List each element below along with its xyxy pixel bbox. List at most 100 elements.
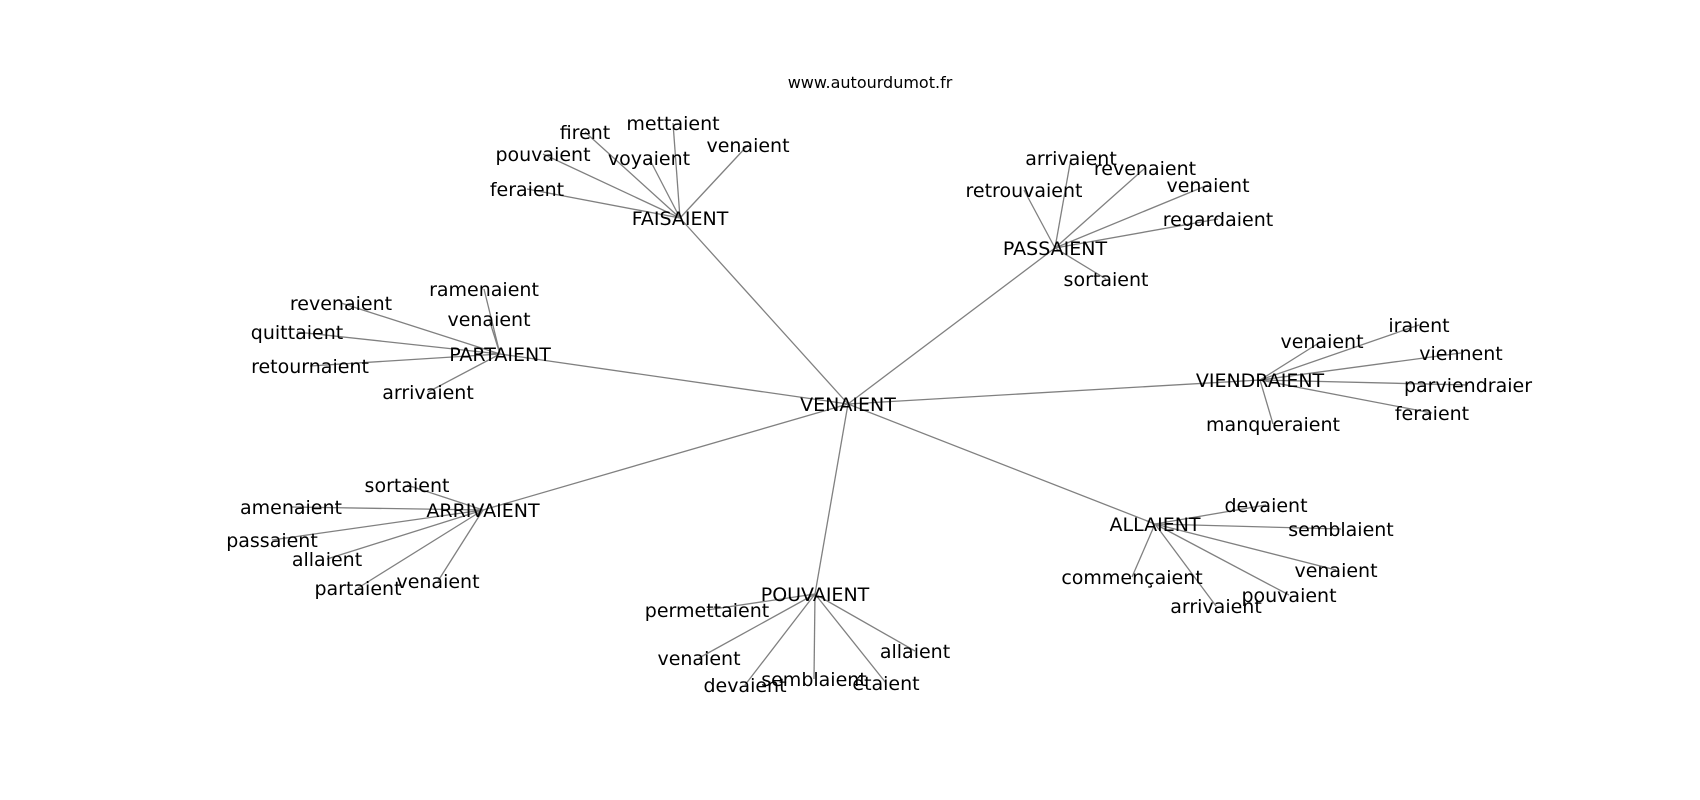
- edge-allaient-leaf: [1154, 523, 1290, 596]
- leaf-node-label: commençaient: [1061, 567, 1202, 589]
- leaf-node-label: firent: [560, 122, 611, 144]
- leaf-node-label: parviendraier: [1404, 375, 1532, 397]
- edge-pouvaient-leaf: [814, 593, 916, 652]
- leaf-node-label: venaient: [396, 571, 479, 593]
- leaf-node-label: pouvaient: [1241, 585, 1336, 607]
- edge-viendraient-leaf: [1259, 379, 1433, 414]
- edge-passaient-leaf: [1054, 157, 1072, 249]
- leaf-node-label: arrivaient: [1170, 596, 1262, 618]
- site-watermark: www.autourdumot.fr: [788, 73, 953, 92]
- leaf-node-label: mettaient: [626, 113, 719, 135]
- edge-arrivaient-leaf: [406, 484, 484, 511]
- edge-pouvaient-leaf: [814, 593, 887, 684]
- leaf-node-label: pouvaient: [495, 144, 590, 166]
- edge-allaient-leaf: [1131, 523, 1156, 578]
- edge-arrivaient-leaf: [357, 509, 484, 589]
- leaf-node-label: sortaient: [1064, 269, 1149, 291]
- edges-layer: [271, 122, 1469, 686]
- leaf-node-label: semblaient: [761, 669, 867, 691]
- leaf-node-label: retournaient: [251, 356, 369, 378]
- edge-viendraient-leaf: [1259, 379, 1274, 425]
- leaf-node-label: revenaient: [290, 293, 392, 315]
- hub-node-label: PASSAIENT: [1003, 238, 1108, 260]
- edge-faisaient-leaf: [542, 153, 681, 219]
- hub-node-label: VIENDRAIENT: [1196, 370, 1325, 392]
- edge-passaient-leaf: [1054, 218, 1219, 249]
- leaf-node-label: revenaient: [1094, 158, 1196, 180]
- hub-node-label: FAISAIENT: [632, 208, 729, 230]
- leaf-node-label: venaient: [657, 648, 740, 670]
- edge-faisaient-leaf: [679, 144, 749, 219]
- hub-node-label: ALLAIENT: [1109, 514, 1200, 536]
- edge-center-to-passaient: [847, 247, 1056, 405]
- edge-pouvaient-leaf: [698, 593, 816, 659]
- leaf-node-label: amenaient: [240, 497, 342, 519]
- leaf-node-label: semblaient: [1288, 519, 1394, 541]
- edge-pouvaient-leaf: [813, 593, 816, 680]
- leaf-node-label: venaient: [447, 309, 530, 331]
- edge-faisaient-leaf: [648, 157, 681, 219]
- edge-passaient-leaf: [1054, 167, 1146, 249]
- edge-arrivaient-leaf: [437, 509, 484, 582]
- hub-node-label: PARTAIENT: [449, 344, 551, 366]
- leaf-node-label: venaient: [706, 135, 789, 157]
- hub-node-label: ARRIVAIENT: [426, 500, 540, 522]
- leaf-node-label: feraient: [490, 179, 564, 201]
- leaf-node-label: venaient: [1166, 175, 1249, 197]
- edge-viendraient-leaf: [1259, 324, 1420, 381]
- leaf-node-label: partaient: [314, 578, 401, 600]
- edge-center-to-pouvaient: [814, 403, 849, 595]
- leaf-node-label: iraient: [1388, 315, 1449, 337]
- edge-pouvaient-leaf: [706, 593, 816, 611]
- edge-center-to-faisaient: [679, 217, 849, 405]
- edge-passaient-leaf: [1054, 184, 1209, 249]
- edge-faisaient-leaf: [672, 122, 681, 219]
- leaf-node-label: arrivaient: [382, 382, 474, 404]
- leaf-node-label: devaient: [703, 675, 786, 697]
- leaf-node-label: viennent: [1419, 343, 1502, 365]
- edge-viendraient-leaf: [1259, 352, 1462, 381]
- edge-center-to-arrivaient: [482, 403, 849, 511]
- edge-arrivaient-leaf: [290, 506, 484, 511]
- edge-faisaient-leaf: [584, 131, 681, 219]
- edge-allaient-leaf: [1154, 523, 1342, 530]
- leaf-node-label: retrouvaient: [966, 180, 1083, 202]
- center-node-label: VENAIENT: [800, 394, 896, 416]
- leaf-node-label: arrivaient: [1025, 148, 1117, 170]
- leaf-node-label: feraient: [1395, 403, 1469, 425]
- edge-partaient-leaf: [296, 331, 501, 355]
- edge-passaient-leaf: [1023, 189, 1056, 249]
- edge-arrivaient-leaf: [271, 509, 484, 541]
- leaf-node-label: étaient: [852, 673, 919, 695]
- edge-partaient-leaf: [483, 288, 501, 355]
- edge-arrivaient-leaf: [326, 509, 484, 560]
- leaf-node-label: allaient: [292, 549, 362, 571]
- hub-node-label: POUVAIENT: [761, 584, 870, 606]
- edge-center-to-partaient: [499, 353, 849, 405]
- edge-viendraient-leaf: [1259, 379, 1469, 386]
- edge-allaient-leaf: [1154, 523, 1337, 571]
- edge-center-to-viendraient: [847, 379, 1261, 405]
- edge-passaient-leaf: [1054, 247, 1107, 280]
- edge-viendraient-leaf: [1259, 340, 1323, 381]
- edge-partaient-leaf: [488, 318, 501, 355]
- leaf-node-label: quittaient: [251, 322, 343, 344]
- leaf-node-label: devaient: [1224, 495, 1307, 517]
- edge-partaient-leaf: [427, 353, 501, 393]
- leaf-node-label: voyaient: [608, 148, 690, 170]
- leaf-node-label: allaient: [880, 641, 950, 663]
- edge-center-to-allaient: [847, 403, 1156, 525]
- leaf-node-label: venaient: [1294, 560, 1377, 582]
- edge-faisaient-leaf: [526, 188, 681, 219]
- edge-allaient-leaf: [1154, 523, 1217, 607]
- labels-layer: www.autourdumot.fr firent mettaient pouvai…: [226, 73, 1532, 697]
- leaf-node-label: passaient: [226, 530, 318, 552]
- edge-partaient-leaf: [340, 302, 501, 355]
- leaf-node-label: manqueraient: [1206, 414, 1340, 436]
- leaf-node-label: permettaient: [645, 600, 769, 622]
- edge-partaient-leaf: [309, 353, 501, 367]
- leaf-node-label: regardaient: [1163, 209, 1273, 231]
- leaf-node-label: sortaient: [365, 475, 450, 497]
- edge-pouvaient-leaf: [744, 593, 816, 686]
